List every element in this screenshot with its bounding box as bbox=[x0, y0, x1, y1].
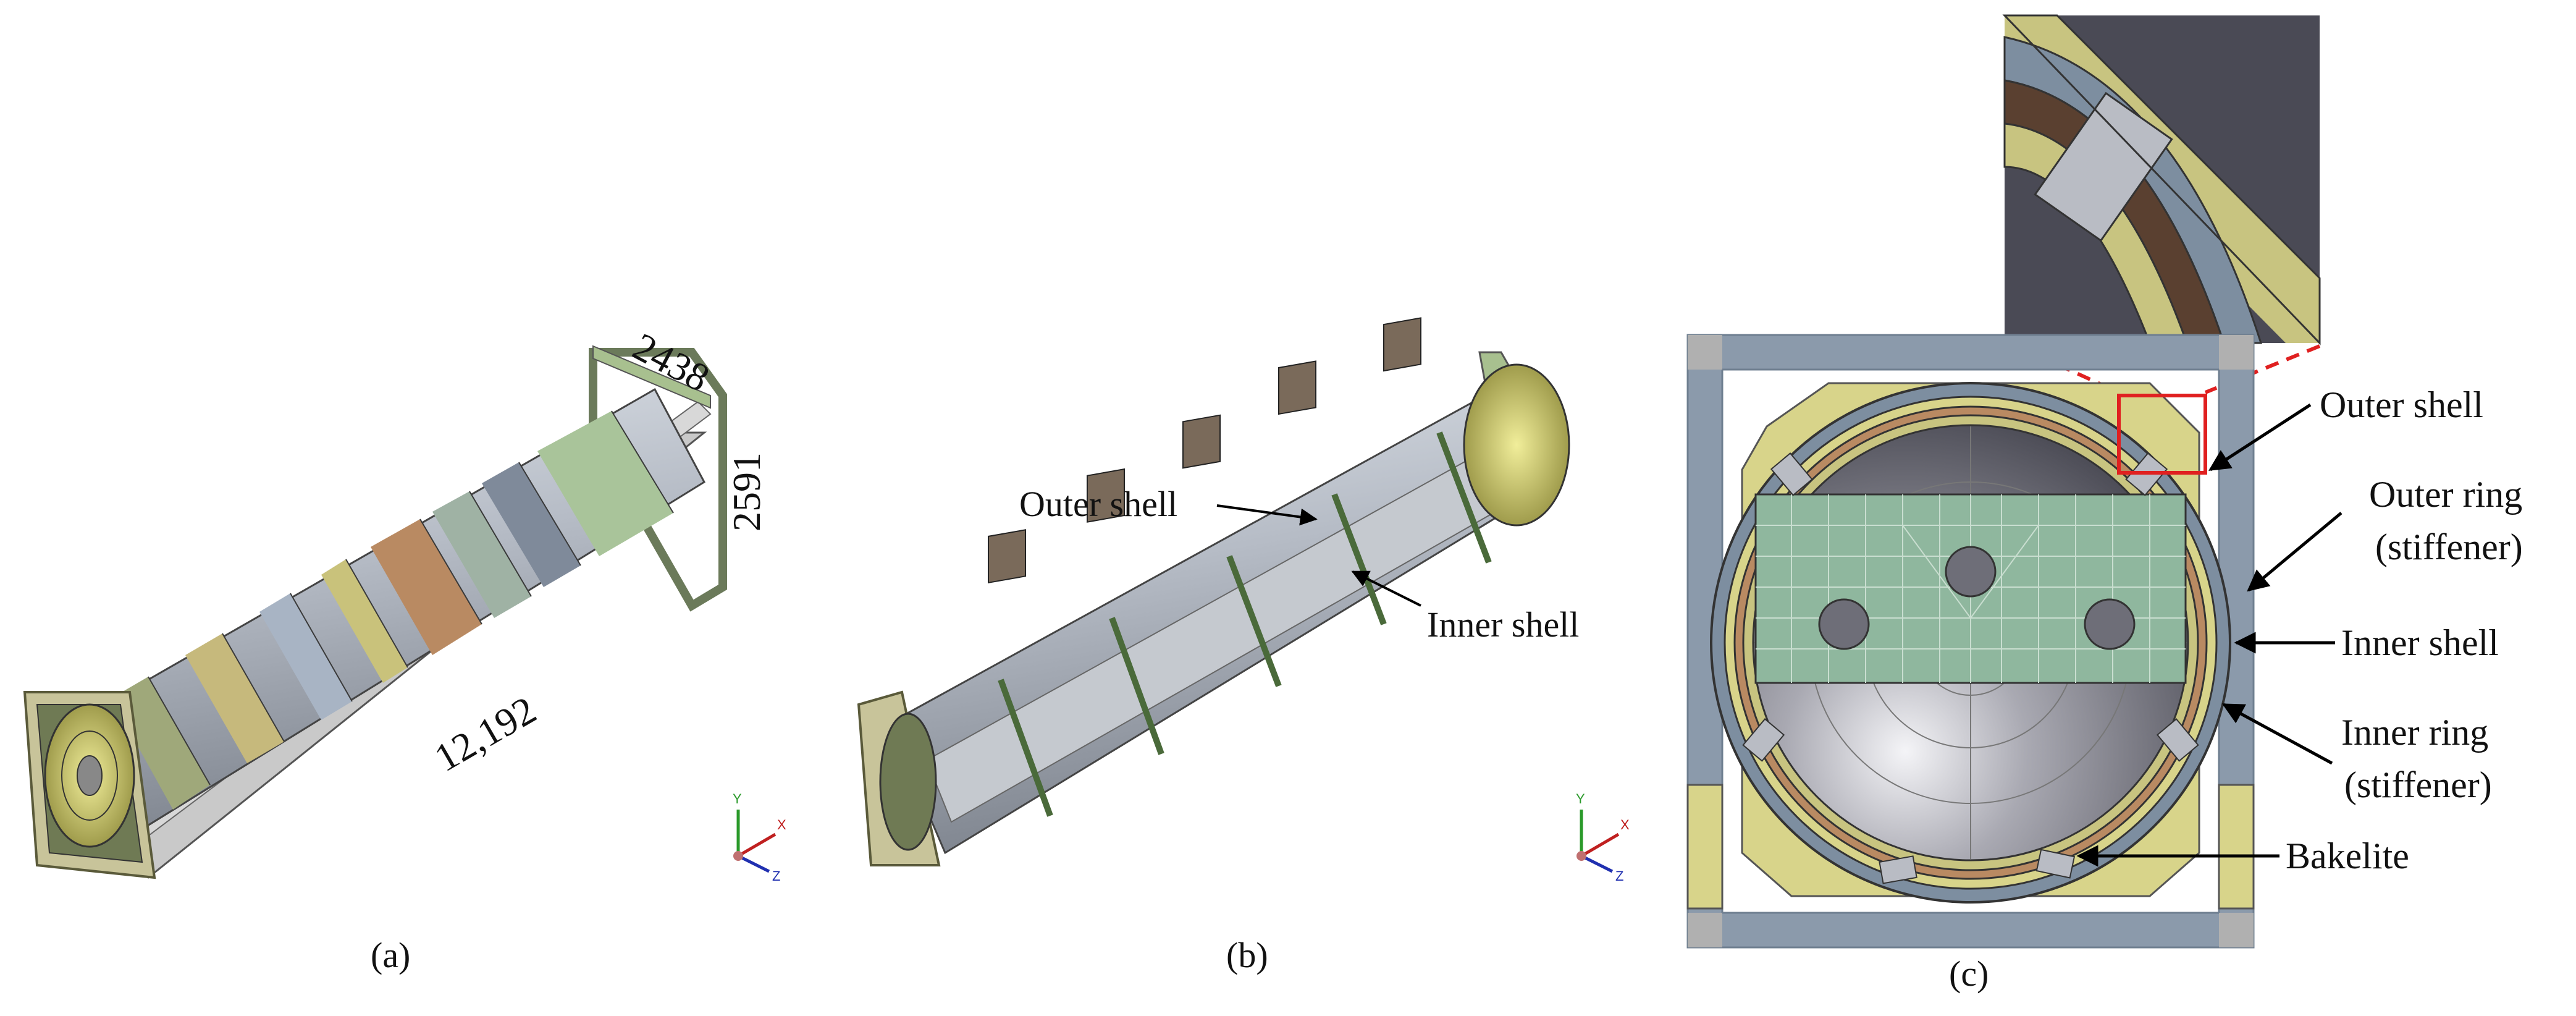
tank-cylinder-a bbox=[60, 387, 705, 842]
caption-a: (a) bbox=[371, 935, 410, 975]
zoom-inset bbox=[2002, 14, 2321, 345]
inner-ring-label-c-1: Inner ring bbox=[2341, 712, 2488, 753]
inner-ring-arrow-c bbox=[2221, 703, 2333, 765]
axis-x-label: X bbox=[777, 817, 786, 832]
axis-y-label: Y bbox=[733, 791, 742, 806]
inner-shell-label-b: Inner shell bbox=[1427, 604, 1579, 645]
outer-ring-label-c-2: (stiffener) bbox=[2375, 527, 2523, 567]
axis-z-label-b: Z bbox=[1615, 868, 1623, 884]
axis-x-label-b: X bbox=[1620, 817, 1630, 832]
bakelite-label-c: Bakelite bbox=[2286, 836, 2409, 876]
dimension-height-label: 2591 bbox=[725, 452, 768, 531]
front-frame-a bbox=[23, 691, 156, 879]
inner-shell-label-c: Inner shell bbox=[2341, 622, 2499, 663]
panel-b: Outer shell Inner shell Y X Z (b) bbox=[857, 317, 1630, 975]
outer-shell-arrow-c bbox=[2208, 403, 2312, 472]
inner-ring-label-c-2: (stiffener) bbox=[2344, 764, 2492, 805]
caption-c: (c) bbox=[1949, 954, 1989, 994]
panel-a: 2438 2591 12,192 Y X Z (a) bbox=[23, 324, 786, 975]
panel-c: Outer shell Outer ring (stiffener) Inner… bbox=[1686, 14, 2523, 994]
baffle-plate bbox=[1754, 493, 2187, 684]
inner-shell-arrow-b bbox=[1351, 570, 1421, 607]
outer-shell-arrow-b bbox=[1216, 504, 1318, 526]
outer-ring-arrow-c bbox=[2247, 512, 2342, 592]
axis-triad-a: Y X Z bbox=[733, 791, 786, 884]
axis-z-label: Z bbox=[772, 868, 780, 884]
outer-shell-label-c: Outer shell bbox=[2320, 384, 2483, 425]
outer-ring-label-c-1: Outer ring bbox=[2369, 474, 2522, 515]
outer-shell-label-b: Outer shell bbox=[1019, 484, 1177, 524]
axis-triad-b: Y X Z bbox=[1576, 791, 1630, 884]
axis-y-label-b: Y bbox=[1576, 791, 1585, 806]
zoom-highlight-box bbox=[2117, 394, 2207, 475]
caption-b: (b) bbox=[1226, 935, 1268, 975]
dimension-length-label: 12,192 bbox=[427, 688, 544, 780]
